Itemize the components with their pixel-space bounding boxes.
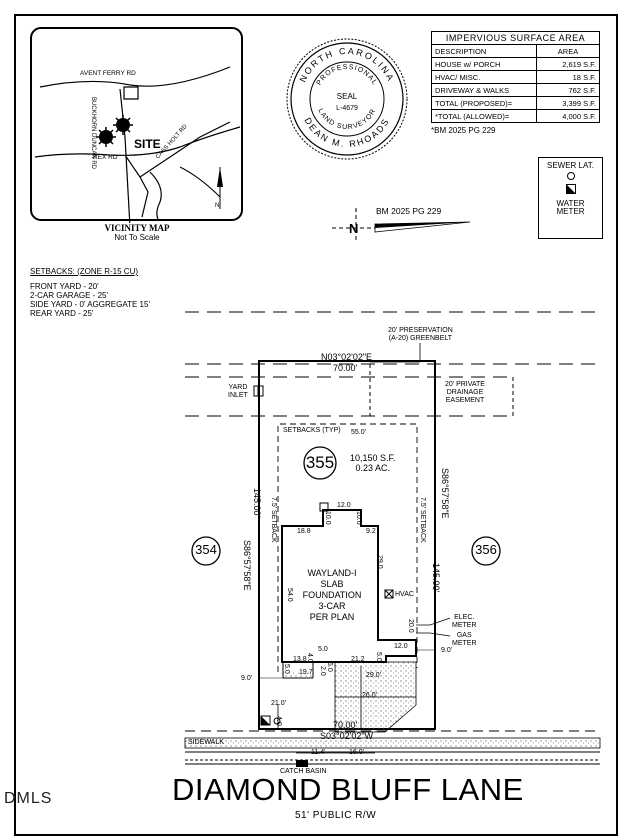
dim-5-0-top: 5.0 (318, 646, 328, 653)
dim-20-0: 20.0 (407, 619, 414, 633)
right-distance: 145.00' (431, 563, 441, 593)
vicinity-map-subtitle: Not To Scale (114, 233, 160, 242)
front-bearing: S03°02'02"W (320, 731, 374, 741)
setbacks-notes: SETBACKS: (ZONE R-15 CU) FRONT YARD - 20… (30, 267, 150, 318)
right-bearing: S86°57'58"E (440, 468, 450, 519)
road-rex: REX RD (93, 154, 118, 161)
surveyor-seal: NORTH CAROLINA DEAN M. RHOADS PROFESSION… (286, 38, 408, 160)
table-header: AREA (536, 44, 600, 58)
dim-10-0-right: 10.0 (355, 511, 362, 525)
north-letter: N (349, 221, 358, 236)
catch-basin-label: CATCH BASIN (280, 768, 327, 775)
table-row: TOTAL (PROPOSED)=3,399 S.F. (431, 96, 600, 110)
dim-9-0-right: 9.0' (441, 647, 453, 654)
seal-professional: PROFESSIONAL (316, 64, 379, 87)
left-distance: 145.00' (252, 488, 262, 518)
sidewalk-label: SIDEWALK (188, 739, 224, 746)
lot-number-355: 355 (305, 453, 335, 472)
dim-5-0-left: 5.0 (283, 664, 290, 674)
elec-meter-label: ELEC.METER (452, 614, 477, 629)
dim-4-0-front: 4.0 (275, 716, 282, 726)
table-row: *TOTAL (ALLOWED)=4,000 S.F. (431, 109, 600, 123)
setback-line: REAR YARD - 25' (30, 309, 94, 318)
street-name: DIAMOND BLUFF LANE (172, 772, 524, 807)
dim-29-0-vertical: 29.0 (376, 555, 383, 569)
dim-21-2: 21.2 (351, 656, 365, 663)
lot-number-354: 354 (195, 542, 217, 557)
sewer-cleanout-icon (566, 172, 575, 180)
dim-10-0-left: 10.0 (324, 511, 331, 525)
impervious-surface-table: IMPERVIOUS SURFACE AREA DESCRIPTION AREA… (431, 31, 600, 135)
setback-line: FRONT YARD - 20' (30, 282, 99, 291)
front-distance: 70.00' (333, 720, 358, 730)
vicinity-north-arrow-icon: N (215, 167, 223, 209)
dim-5-0-right: 5.0 (375, 652, 382, 662)
site-marker-icon (96, 115, 133, 147)
setbacks-title: SETBACKS: (ZONE R-15 CU) (30, 267, 139, 276)
dim-13-8: 13.8 (293, 656, 307, 663)
dim-11-4: 11.4' (311, 749, 326, 756)
impervious-title: IMPERVIOUS SURFACE AREA (431, 31, 600, 45)
drawing-frame (14, 14, 618, 836)
vicinity-map: AVENT FERRY RD BUCKHORN DUNCAN RD REX RD… (30, 27, 243, 223)
dim-9-2: 9.2 (366, 528, 376, 535)
vicinity-map-title: VICINITY MAP (104, 223, 170, 233)
lot-number-356: 356 (475, 542, 497, 557)
seal-ring-bottom: DEAN M. RHOADS (302, 116, 391, 149)
dim-12-0: 12.0 (337, 502, 351, 509)
street-row: 51' PUBLIC R/W (295, 810, 377, 821)
hvac-label: HVAC (395, 591, 414, 598)
dim-4-0: 4.0 (306, 653, 313, 663)
svg-text:N: N (215, 203, 219, 209)
dim-12-0-bottom: 12.0 (394, 643, 408, 650)
setback-line: SIDE YARD - 0' AGGREGATE 15' (30, 300, 150, 309)
water-meter-label: WATER METER (556, 199, 585, 216)
utility-legend: SEWER LAT. WATER METER (538, 157, 603, 239)
setbacks-typ-label: SETBACKS (TYP) (283, 427, 341, 434)
impervious-footnote: *BM 2025 PG 229 (431, 126, 496, 135)
sewer-label: SEWER LAT. (547, 161, 594, 170)
north-reference: BM 2025 PG 229 (376, 206, 441, 216)
seal-word: SEAL (337, 92, 358, 101)
dim-5-0-walk: 5.0 (326, 662, 333, 672)
table-header: DESCRIPTION (431, 44, 537, 58)
rear-distance: 70.00' (333, 363, 358, 373)
lot-area: 10,150 S.F.0.23 AC. (350, 453, 396, 473)
road-buckhorn: BUCKHORN DUNCAN RD (90, 97, 96, 170)
site-label: SITE (134, 137, 161, 151)
left-bearing: S86°57'58"E (242, 540, 252, 591)
rear-setback-dim: 55.0' (351, 429, 366, 436)
watermark: DMLS (4, 790, 53, 807)
rear-bearing: N03°02'02"E (321, 352, 373, 362)
dim-21-0: 21.0' (271, 700, 286, 707)
preservation-label: 20' PRESERVATION(A-20) GREENBELT (388, 327, 453, 342)
water-meter-icon (565, 184, 576, 194)
north-arrow: N BM 2025 PG 229 (332, 206, 471, 242)
dim-29-0-horizontal: 29.0' (366, 672, 381, 679)
dim-16-0: 16.0' (349, 749, 364, 756)
setback-line: 2-CAR GARAGE - 25' (30, 291, 108, 300)
dim-54-0: 54.0 (286, 588, 293, 602)
dim-26-0: 26.0' (362, 692, 377, 699)
table-row: HVAC/ MISC.18 S.F. (431, 70, 600, 84)
right-side-setback: 7.5' SETBACK (419, 497, 426, 543)
road-avent-ferry: AVENT FERRY RD (80, 70, 136, 77)
seal-license: L-4679 (336, 105, 358, 112)
dim-9-0-left: 9.0' (241, 675, 253, 682)
dim-18-8: 18.8 (297, 528, 311, 535)
dim-19-7: 19.7 (299, 669, 313, 676)
left-side-setback: 7.5' SETBACK (270, 497, 277, 543)
